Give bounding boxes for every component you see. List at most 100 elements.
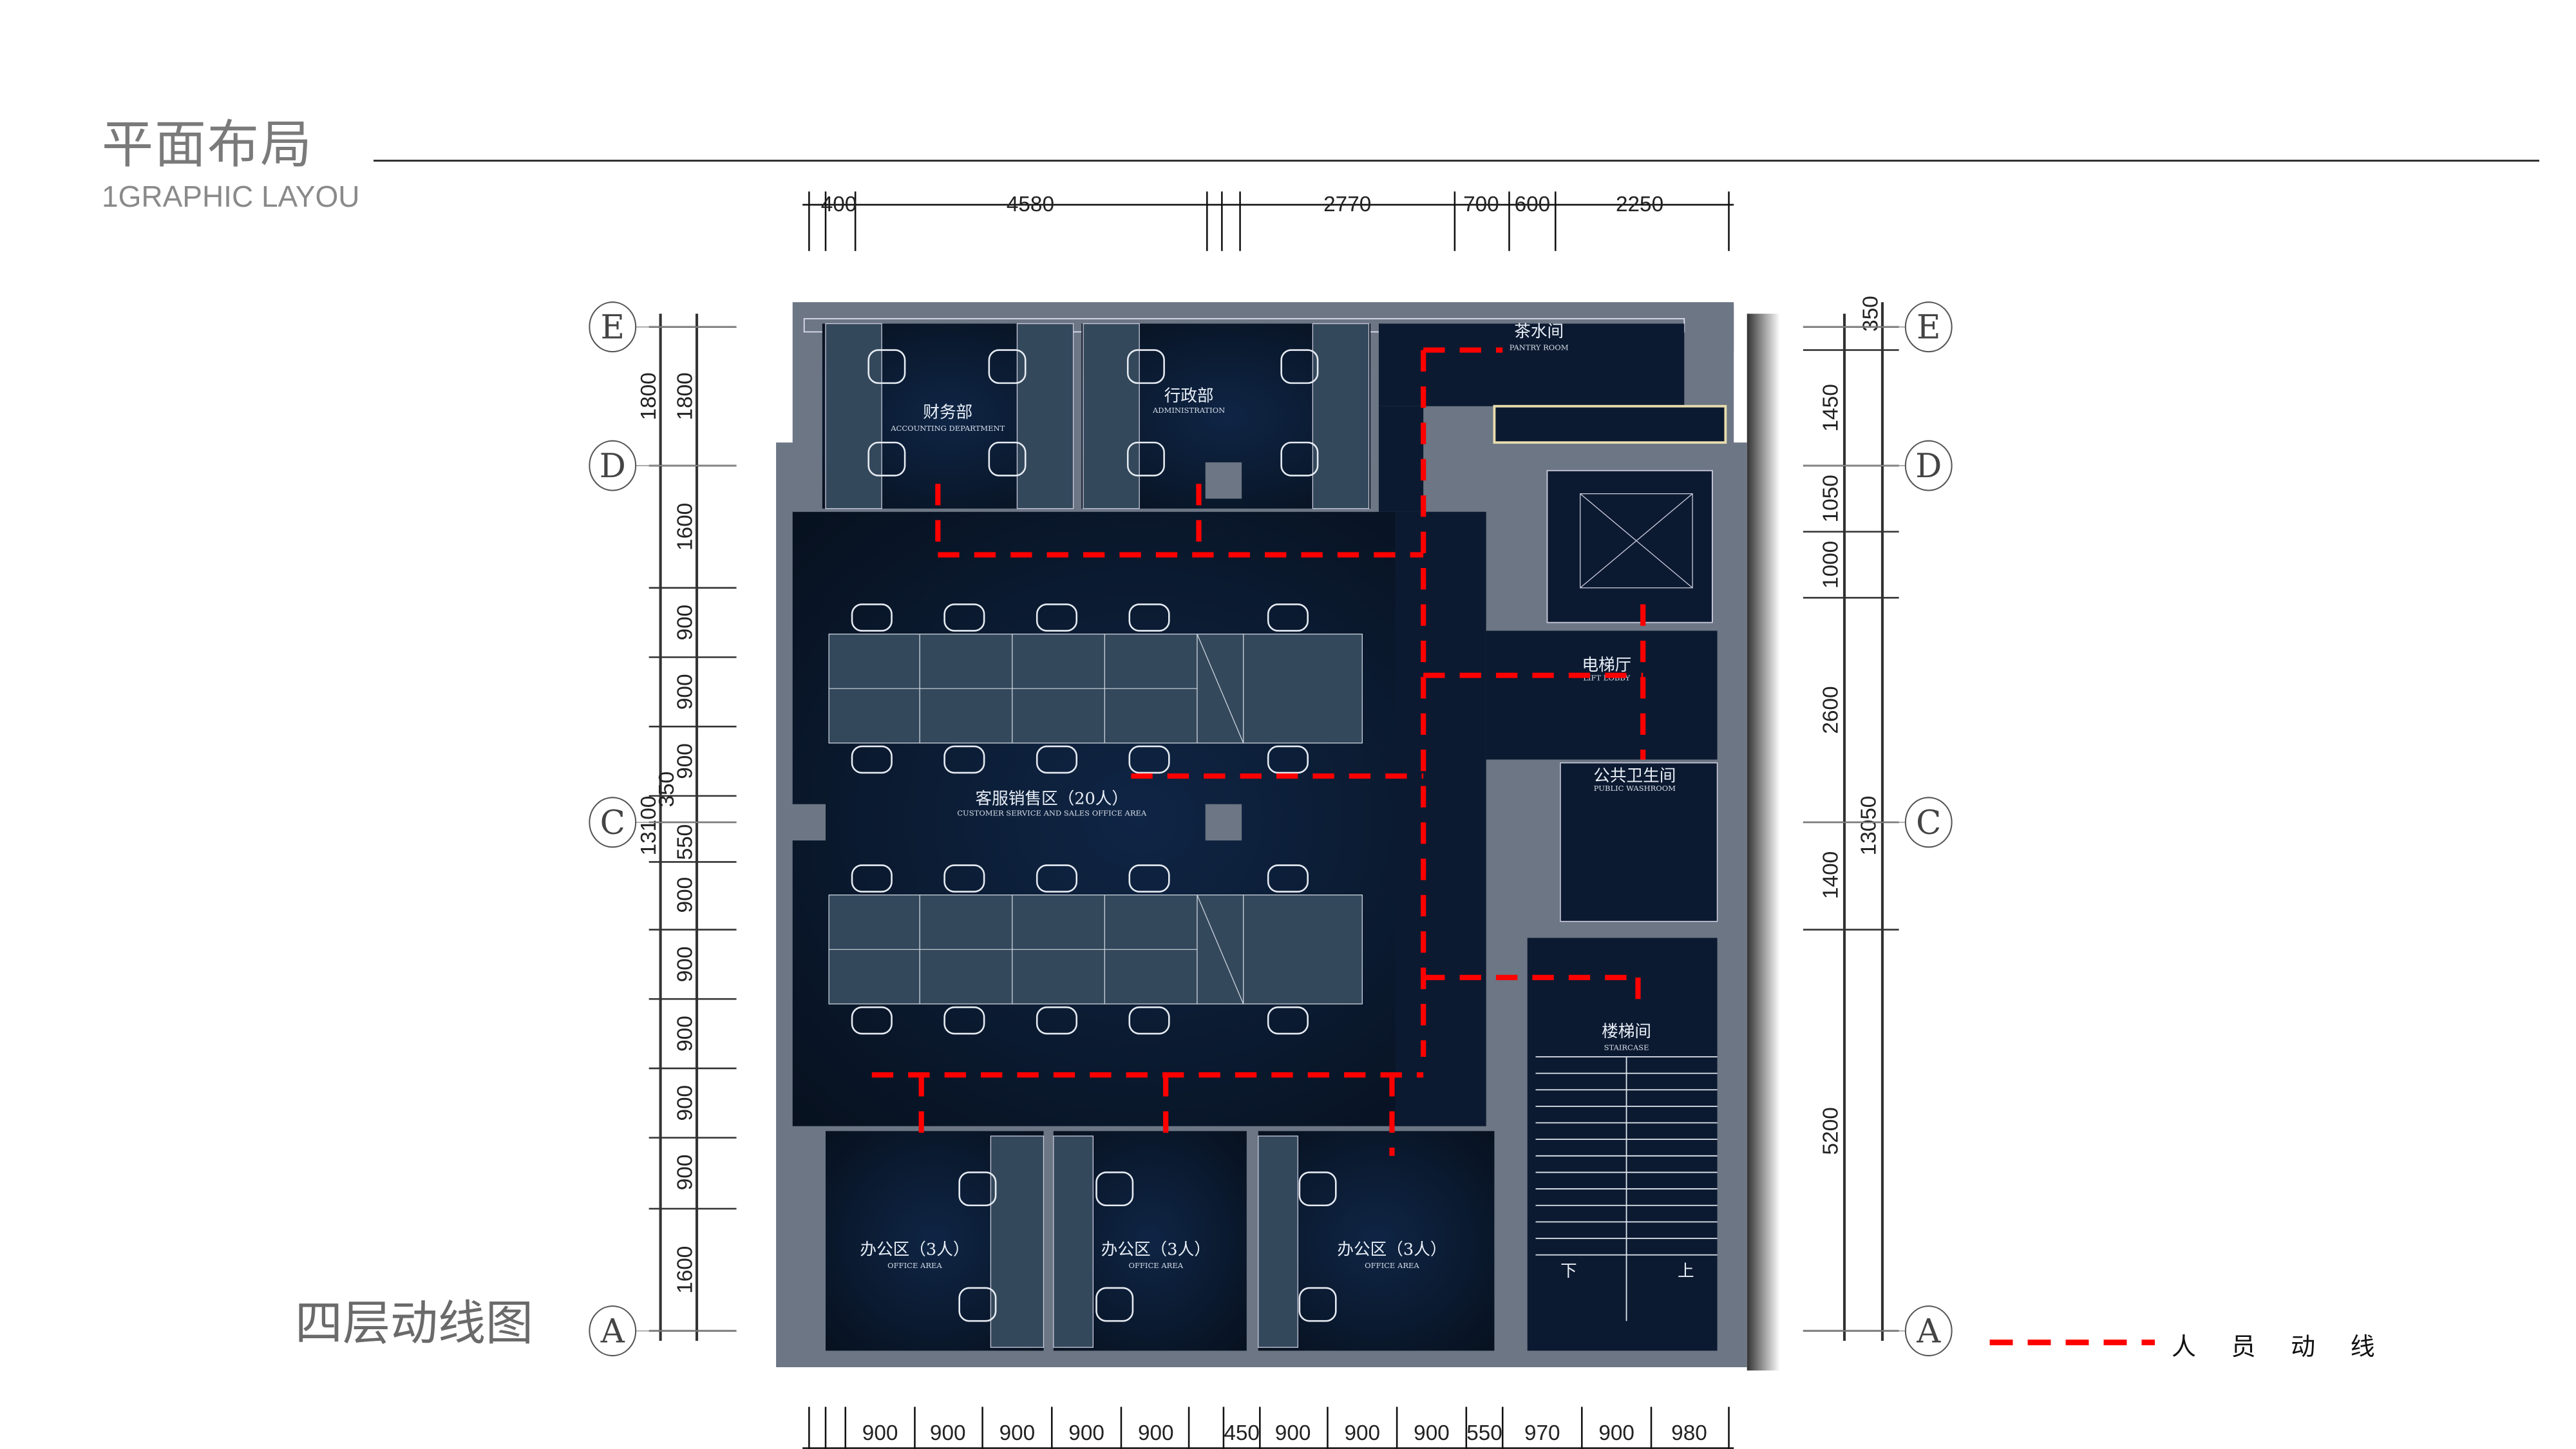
dimension-label: 1800 — [637, 372, 661, 420]
chair-icon — [1036, 603, 1078, 632]
chair-icon — [1128, 864, 1170, 893]
page-subtitle: 1GRAPHIC LAYOU — [102, 180, 360, 213]
dimension-label: 900 — [1598, 1421, 1634, 1445]
pillar — [1205, 804, 1242, 841]
dimension-label: 350 — [655, 772, 679, 808]
dimension-label: 900 — [673, 674, 697, 710]
dimension-label: 5200 — [1819, 1107, 1843, 1155]
axis-bubble — [1904, 1305, 1953, 1357]
room-sales — [792, 511, 1486, 1126]
dimension-label: 13100 — [637, 796, 661, 856]
stairs-down-label: 下 — [1560, 1262, 1577, 1281]
dimension-label: 900 — [930, 1421, 966, 1445]
desk-divider — [1197, 895, 1244, 1005]
dimension-label: 1050 — [1819, 475, 1843, 522]
chair-icon — [943, 1006, 985, 1035]
title-divider — [374, 160, 2539, 162]
dimension-label: 2250 — [1616, 193, 1663, 216]
chair-icon — [1126, 349, 1165, 384]
dimension-label: 350 — [1859, 296, 1882, 332]
dimension-label: 900 — [1344, 1421, 1380, 1445]
axis-bubble — [589, 440, 637, 491]
chair-icon — [943, 864, 985, 893]
chair-icon — [958, 1171, 997, 1207]
chair-icon — [1267, 603, 1309, 632]
room-label-sales: 客服销售区（20人） — [975, 790, 1128, 809]
room-label-washroom: 公共卫生间 — [1593, 766, 1676, 786]
room-label-office-3-en: OFFICE AREA — [1365, 1261, 1419, 1270]
dimension-label: 400 — [821, 193, 857, 216]
chair-icon — [988, 441, 1027, 477]
room-label-stairs-en: STAIRCASE — [1604, 1043, 1649, 1052]
dimension-label: 900 — [673, 605, 697, 641]
wall-shadow — [1747, 314, 1780, 1371]
corridor — [1395, 511, 1486, 1126]
pillar — [1690, 305, 1734, 352]
chair-icon — [1036, 864, 1078, 893]
chair-icon — [943, 745, 985, 774]
dimension-label: 900 — [673, 1016, 697, 1052]
chair-icon — [851, 603, 893, 632]
elevator-car-icon — [1580, 493, 1693, 589]
dimension-label: 900 — [1414, 1421, 1450, 1445]
chair-icon — [958, 1287, 997, 1322]
dimension-label: 1600 — [673, 503, 697, 551]
axis-label-d: D — [600, 447, 626, 486]
chair-icon — [1095, 1287, 1134, 1322]
dimension-label: 13050 — [1857, 796, 1881, 856]
room-label-finance: 财务部 — [923, 403, 972, 422]
dimension-bottom — [802, 1406, 1734, 1449]
dimension-label: 450 — [1224, 1421, 1260, 1445]
axis-bubble — [589, 797, 637, 848]
dimension-label: 900 — [999, 1421, 1036, 1445]
dimension-label: 2770 — [1323, 193, 1371, 216]
dimension-label: 2600 — [1819, 686, 1843, 734]
dimension-label: 600 — [1515, 193, 1551, 216]
staff-route — [871, 347, 1646, 1156]
room-label-pantry-en: PANTRY ROOM — [1510, 343, 1569, 352]
dimension-label: 1400 — [1819, 851, 1843, 899]
axis-bubble — [589, 1305, 637, 1357]
room-label-office-2-en: OFFICE AREA — [1129, 1261, 1184, 1270]
chair-icon — [1128, 745, 1170, 774]
dimension-top — [802, 191, 1734, 251]
dimension-label: 1600 — [673, 1246, 697, 1294]
room-label-office-2: 办公区（3人） — [1101, 1240, 1211, 1260]
dimension-right — [1803, 302, 1899, 1341]
plan-title: 四层动线图 — [295, 1296, 533, 1350]
axis-label-c: C — [600, 804, 625, 842]
chair-icon — [1267, 864, 1309, 893]
room-label-lift: 电梯厅 — [1582, 656, 1631, 675]
chair-icon — [1298, 1171, 1337, 1207]
room-label-finance-en: ACCOUNTING DEPARTMENT — [890, 424, 1005, 433]
dimension-label: 900 — [1138, 1421, 1174, 1445]
chair-icon — [1267, 745, 1309, 774]
page-title: 平面布局 — [102, 116, 313, 173]
chair-icon — [1280, 441, 1319, 477]
room-lift-lobby — [1486, 630, 1718, 760]
legend-label: 人 员 动 线 — [2172, 1334, 2389, 1361]
room-label-admin: 行政部 — [1164, 386, 1214, 406]
chair-icon — [1126, 441, 1165, 477]
room-label-office-1-en: OFFICE AREA — [887, 1261, 942, 1270]
chair-icon — [1298, 1287, 1337, 1322]
dimension-label: 4580 — [1007, 193, 1054, 216]
dimension-label: 550 — [673, 824, 697, 860]
axis-label-a: A — [600, 1312, 625, 1351]
chair-icon — [867, 349, 906, 384]
axis-label-e: E — [1917, 308, 1940, 347]
room-label-office-3: 办公区（3人） — [1337, 1240, 1446, 1260]
stair-treads — [1535, 1056, 1718, 1321]
pantry-counter — [1493, 404, 1727, 444]
chair-icon — [867, 441, 906, 477]
dimension-label: 900 — [1068, 1421, 1104, 1445]
desk-divider — [1197, 634, 1244, 744]
chair-icon — [1036, 1006, 1078, 1035]
dimension-label: 900 — [673, 947, 697, 983]
pillar — [1205, 462, 1242, 499]
dimension-label: 900 — [1275, 1421, 1311, 1445]
dimension-label: 900 — [862, 1421, 898, 1445]
dimension-label: 900 — [673, 743, 697, 779]
chair-icon — [1280, 349, 1319, 384]
